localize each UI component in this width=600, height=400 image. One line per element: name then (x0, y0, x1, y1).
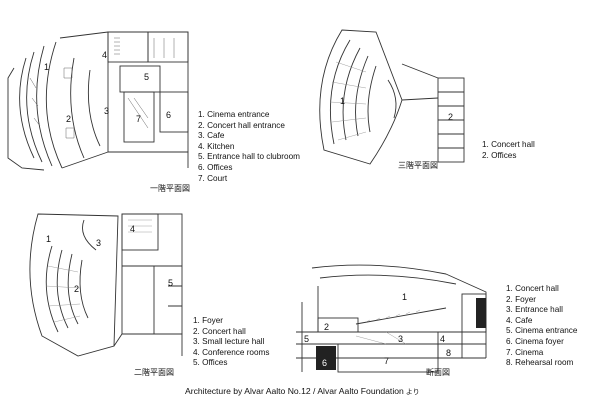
legend-item: 5. Cinema entrance (506, 326, 578, 336)
legend-item: 7. Cinema (506, 347, 544, 357)
legend-item: 2. Concert hall (193, 326, 246, 336)
section-drawing: 1 2 3 4 5 6 7 8 (296, 264, 487, 373)
second-floor-caption: 二階平面図 (134, 368, 174, 377)
first-floor-plan: 1 2 3 4 5 6 7 (7, 31, 189, 171)
legend-item: 3. Entrance hall (506, 305, 563, 315)
first-floor-label-2: 2 (66, 114, 71, 124)
second-floor-label-5: 5 (168, 278, 173, 288)
legend-item: 2. Foyer (506, 294, 537, 304)
first-floor-label-1: 1 (44, 62, 49, 72)
legend-item: 4. Kitchen (198, 141, 235, 151)
third-floor-label-1: 1 (340, 96, 345, 106)
second-floor-label-4: 4 (130, 224, 135, 234)
legend-item: 5. Offices (193, 358, 228, 368)
second-floor-label-3: 3 (96, 238, 101, 248)
second-floor-legend: 1. Foyer 2. Concert hall 3. Small lectur… (193, 316, 269, 369)
legend-item: 1. Cinema entrance (198, 110, 270, 119)
section-label-6: 6 (322, 358, 327, 368)
legend-item: 1. Foyer (193, 316, 224, 325)
legend-item: 5. Entrance hall to clubroom (198, 152, 300, 162)
section-label-4: 4 (440, 334, 445, 344)
section-label-5: 5 (304, 334, 309, 344)
section-label-2: 2 (324, 322, 329, 332)
credit-suffix: より (405, 388, 420, 396)
legend-item: 6. Offices (198, 162, 233, 172)
first-floor-label-4: 4 (102, 50, 107, 60)
legend-item: 2. Concert hall entrance (198, 120, 285, 130)
section-legend: 1. Concert hall 2. Foyer 3. Entrance hal… (506, 284, 577, 369)
third-floor-label-2: 2 (448, 112, 453, 122)
legend-item: 4. Cafe (506, 315, 533, 325)
legend-item: 4. Conference rooms (193, 347, 270, 357)
first-floor-caption: 一階平面図 (150, 184, 190, 193)
first-floor-label-5: 5 (144, 72, 149, 82)
source-credit: Architecture by Alvar Aalto No.12 / Alva… (185, 386, 420, 397)
legend-item: 3. Small lecture hall (193, 337, 265, 347)
third-floor-caption: 三階平面図 (398, 161, 438, 170)
first-floor-label-6: 6 (166, 110, 171, 120)
legend-item: 7. Court (198, 173, 228, 183)
first-floor-label-7: 7 (136, 114, 141, 124)
section-label-3: 3 (398, 334, 403, 344)
credit-text: Architecture by Alvar Aalto No.12 / Alva… (185, 386, 404, 396)
legend-item: 8. Rehearsal room (506, 358, 574, 368)
section-label-1: 1 (402, 292, 407, 302)
section-label-8: 8 (446, 348, 451, 358)
third-floor-legend: 1. Concert hall 2. Offices (482, 140, 535, 161)
legend-item: 2. Offices (482, 150, 517, 160)
legend-item: 6. Cinema foyer (506, 336, 564, 346)
section-caption: 断面図 (426, 368, 450, 377)
first-floor-legend: 1. Cinema entrance 2. Concert hall entra… (198, 110, 300, 184)
legend-item: 1. Concert hall (482, 140, 535, 149)
second-floor-label-1: 1 (46, 234, 51, 244)
first-floor-label-3: 3 (104, 106, 109, 116)
third-floor-plan: 1 2 (319, 29, 465, 165)
legend-item: 1. Concert hall (506, 284, 559, 293)
second-floor-plan: 1 2 3 4 5 (29, 213, 183, 357)
section-label-7: 7 (384, 356, 389, 366)
legend-item: 3. Cafe (198, 131, 225, 141)
second-floor-label-2: 2 (74, 284, 79, 294)
